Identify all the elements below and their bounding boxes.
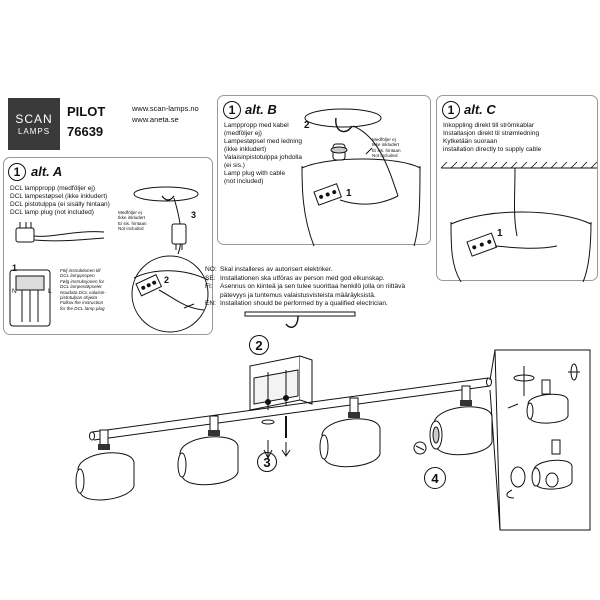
product-number: 76639 xyxy=(67,124,104,139)
not-included-note: Medföljer ej Ikke inkludert Ei sis. hint… xyxy=(372,137,401,159)
label-n: N xyxy=(12,288,17,295)
step-num-1: 1 xyxy=(12,263,18,273)
step-1-badge: 1 xyxy=(442,101,460,119)
note-no: NO:Skal installeres av autorisert elektr… xyxy=(205,266,333,273)
lamp-shade xyxy=(301,165,315,246)
websites: www.scan-lamps.no www.aneta.se xyxy=(132,103,199,125)
website-link[interactable]: www.scan-lamps.no xyxy=(132,104,199,113)
wire xyxy=(33,231,105,237)
ceiling-hook xyxy=(161,195,175,201)
alt-b-illustration xyxy=(301,108,421,246)
installation-notes: NO:Skal installeres av autorisert elektr… xyxy=(205,266,440,309)
terminal-block-icon xyxy=(466,232,498,257)
ceiling-plate xyxy=(304,108,382,128)
spotlight xyxy=(177,415,239,486)
note-fi: FI:Asennus on kiinteä ja sen tulee suori… xyxy=(205,283,406,299)
bulb-icon xyxy=(510,466,526,488)
cable xyxy=(352,125,399,197)
panel-alt-b: 1 alt. B Lamppropp med kabel (medföljer … xyxy=(217,95,431,246)
spotlight xyxy=(429,385,493,456)
rotate-arrow-icon xyxy=(506,489,515,499)
mounting-bar xyxy=(91,377,489,433)
detail-box xyxy=(494,349,591,531)
screw-icon xyxy=(261,419,275,425)
alt-a-illustration xyxy=(9,186,209,333)
step-3-badge: 3 xyxy=(257,452,277,472)
website-link[interactable]: www.aneta.se xyxy=(132,115,179,124)
step-num-1: 1 xyxy=(346,188,352,199)
panel-title: alt. B xyxy=(245,102,277,117)
alt-c-illustration xyxy=(440,161,598,282)
lamp-shade xyxy=(450,221,462,282)
ceiling-hook xyxy=(285,315,299,328)
ceiling-hook xyxy=(335,117,353,133)
step-1-badge: 1 xyxy=(223,101,241,119)
not-included-note: Medföljer ej Ikke inkludert Ei sis. hint… xyxy=(118,210,147,232)
panel-alt-a: 1 alt. A DCL lamppropp (medföljer ej) DC… xyxy=(3,157,213,335)
spotlight xyxy=(319,397,381,468)
main-assembly-illustration xyxy=(75,311,591,531)
terminal-block-icon xyxy=(313,183,342,206)
loose-plug-icon xyxy=(15,227,35,243)
note-en: EN:Installation should be performed by a… xyxy=(205,300,388,308)
step-num-2: 2 xyxy=(304,120,310,131)
product-name: PILOT xyxy=(67,104,106,119)
supply-cable xyxy=(514,167,518,237)
ceiling-plate xyxy=(133,186,199,202)
terminal-block-icon xyxy=(135,274,163,297)
plug-instructions: Följ instruktionen till DCL lamppropen F… xyxy=(60,268,106,311)
step-4-badge: 4 xyxy=(424,467,446,489)
lamp-shade xyxy=(131,255,209,333)
panel-title: alt. C xyxy=(464,102,496,117)
supply-description: Inkoppling direkt till strömkablar Insta… xyxy=(443,122,542,153)
step-num-3: 3 xyxy=(191,210,197,220)
step-1-badge: 1 xyxy=(8,163,26,181)
label-l: L xyxy=(48,288,52,295)
ceiling-strip xyxy=(244,311,356,317)
scan-lamps-logo: SCAN LAMPS xyxy=(8,98,60,150)
logo-text-bottom: LAMPS xyxy=(17,126,51,136)
step-num-2: 2 xyxy=(164,275,170,285)
step-num-1: 1 xyxy=(497,228,503,239)
step-2-badge: 2 xyxy=(249,335,269,355)
panel-title: alt. A xyxy=(31,164,63,179)
note-se: SE:Installationen ska utföras av person … xyxy=(205,274,385,282)
plug-icon xyxy=(171,223,187,245)
plug-description: DCL lamppropp (medföljer ej) DCL lampest… xyxy=(10,185,110,216)
logo-text-top: SCAN xyxy=(15,111,53,126)
product-heading: PILOT 76639 xyxy=(67,102,105,142)
spotlight xyxy=(75,429,135,501)
panel-alt-c: 1 alt. C Inkoppling direkt till strömkab… xyxy=(436,95,598,282)
plug-description: Lamppropp med kabel (medföljer ej) Lampe… xyxy=(224,122,303,185)
